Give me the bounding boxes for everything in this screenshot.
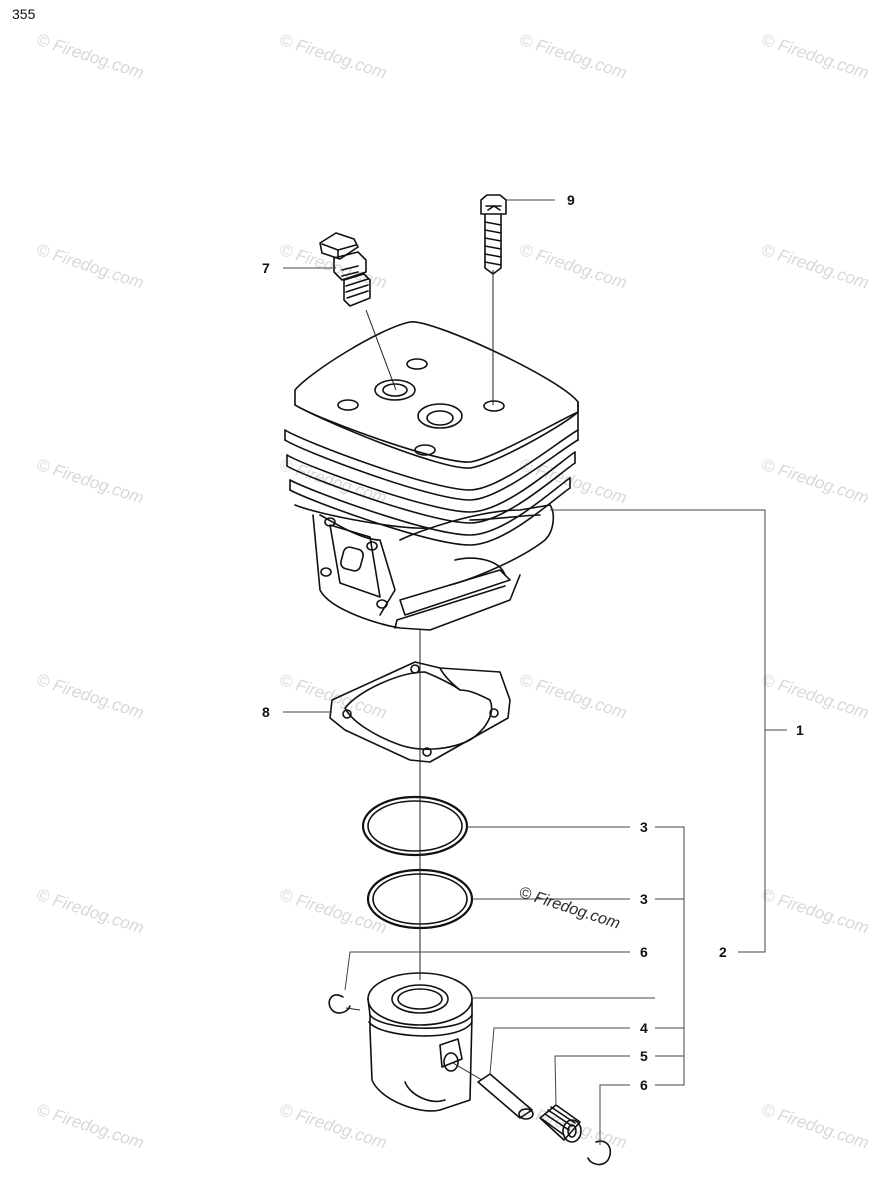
piston-part[interactable]	[367, 972, 473, 1112]
assembly-guide-lines	[345, 270, 494, 1081]
callout-6-lower: 6	[640, 1077, 648, 1093]
callout-2: 2	[719, 944, 727, 960]
callout-9: 9	[567, 192, 575, 208]
circlip-left-part[interactable]	[328, 994, 351, 1014]
needle-bearing-part[interactable]	[539, 1104, 582, 1143]
callout-6-upper: 6	[640, 944, 648, 960]
cylinder-part[interactable]	[284, 321, 579, 631]
piston-pin-part[interactable]	[477, 1073, 534, 1120]
callout-leader-lines	[283, 199, 787, 1145]
callout-8: 8	[262, 704, 270, 720]
circlip-right-part[interactable]	[587, 1140, 612, 1166]
callout-5: 5	[640, 1048, 648, 1064]
decompression-valve-part[interactable]	[319, 232, 371, 307]
page-number: 355	[12, 6, 36, 22]
piston-ring-upper-part[interactable]	[361, 795, 469, 857]
callout-3-lower: 3	[640, 891, 648, 907]
callout-4: 4	[640, 1020, 648, 1036]
cylinder-bolt-part[interactable]	[480, 194, 507, 275]
cylinder-gasket-part[interactable]	[329, 661, 511, 763]
callout-7: 7	[262, 260, 270, 276]
callout-1: 1	[796, 722, 804, 738]
callout-3-upper: 3	[640, 819, 648, 835]
